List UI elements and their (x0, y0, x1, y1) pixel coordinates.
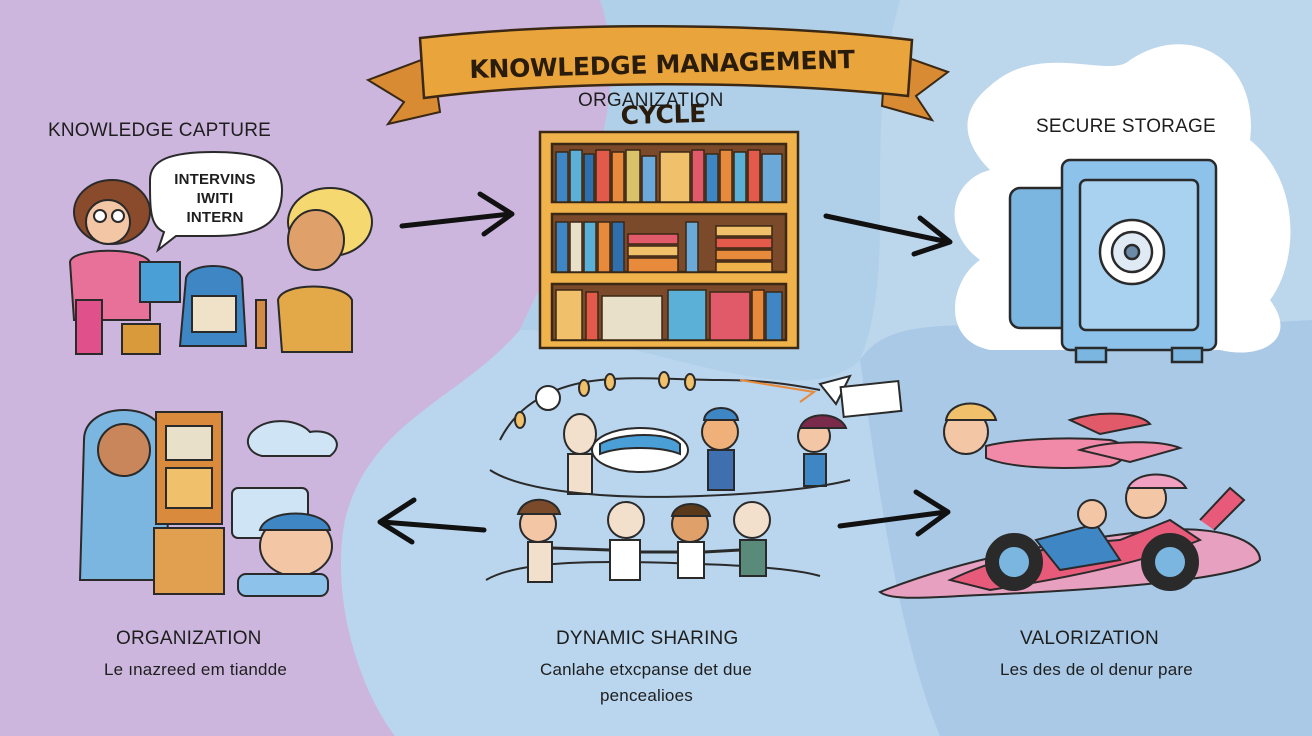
safe-vault-icon (954, 44, 1291, 364)
stage-subtitle-valorization: Les des de ol denur pare (1000, 660, 1193, 679)
stage-subtitle-dynamic-sharing-line-1: Canlahe etxcpanse det due (540, 660, 752, 679)
stage-title-knowledge-capture: KNOWLEDGE CAPTURE (48, 120, 271, 141)
stage-title-valorization: VALORIZATION (1020, 628, 1159, 649)
stage-title-dynamic-sharing: DYNAMIC SHARING (556, 628, 739, 649)
arrow-sharing-to-organization (377, 497, 487, 545)
interview-people-icon (68, 150, 373, 355)
speech-bubble-line-2: IWITI (196, 190, 234, 207)
people-network-icon (485, 371, 903, 583)
speech-bubble-line-3: INTERN (186, 209, 244, 226)
racing-vehicle-icon (878, 402, 1262, 599)
speech-bubble-text: INTERVINS IWITI INTERN (158, 170, 272, 227)
arrow-capture-to-organization (399, 191, 515, 237)
bookshelf-icon (538, 130, 800, 350)
stage-title-organization-top: ORGANIZATION (578, 90, 724, 111)
stage-subtitle-dynamic-sharing-line-2: pencealioes (600, 686, 693, 705)
arrow-organization-to-storage (823, 213, 953, 257)
stage-subtitle-organization-bottom: Le ınazreed em tiandde (104, 660, 288, 679)
title-banner (365, 24, 951, 126)
stage-title-secure-storage: SECURE STORAGE (1036, 116, 1216, 137)
speech-bubble-line-1: INTERVINS (174, 171, 256, 188)
filing-cabinet-icon (78, 408, 338, 597)
arrow-sharing-to-valorization (837, 489, 951, 537)
background-center (341, 330, 940, 736)
stage-title-organization-bottom: ORGANIZATION (116, 628, 262, 649)
